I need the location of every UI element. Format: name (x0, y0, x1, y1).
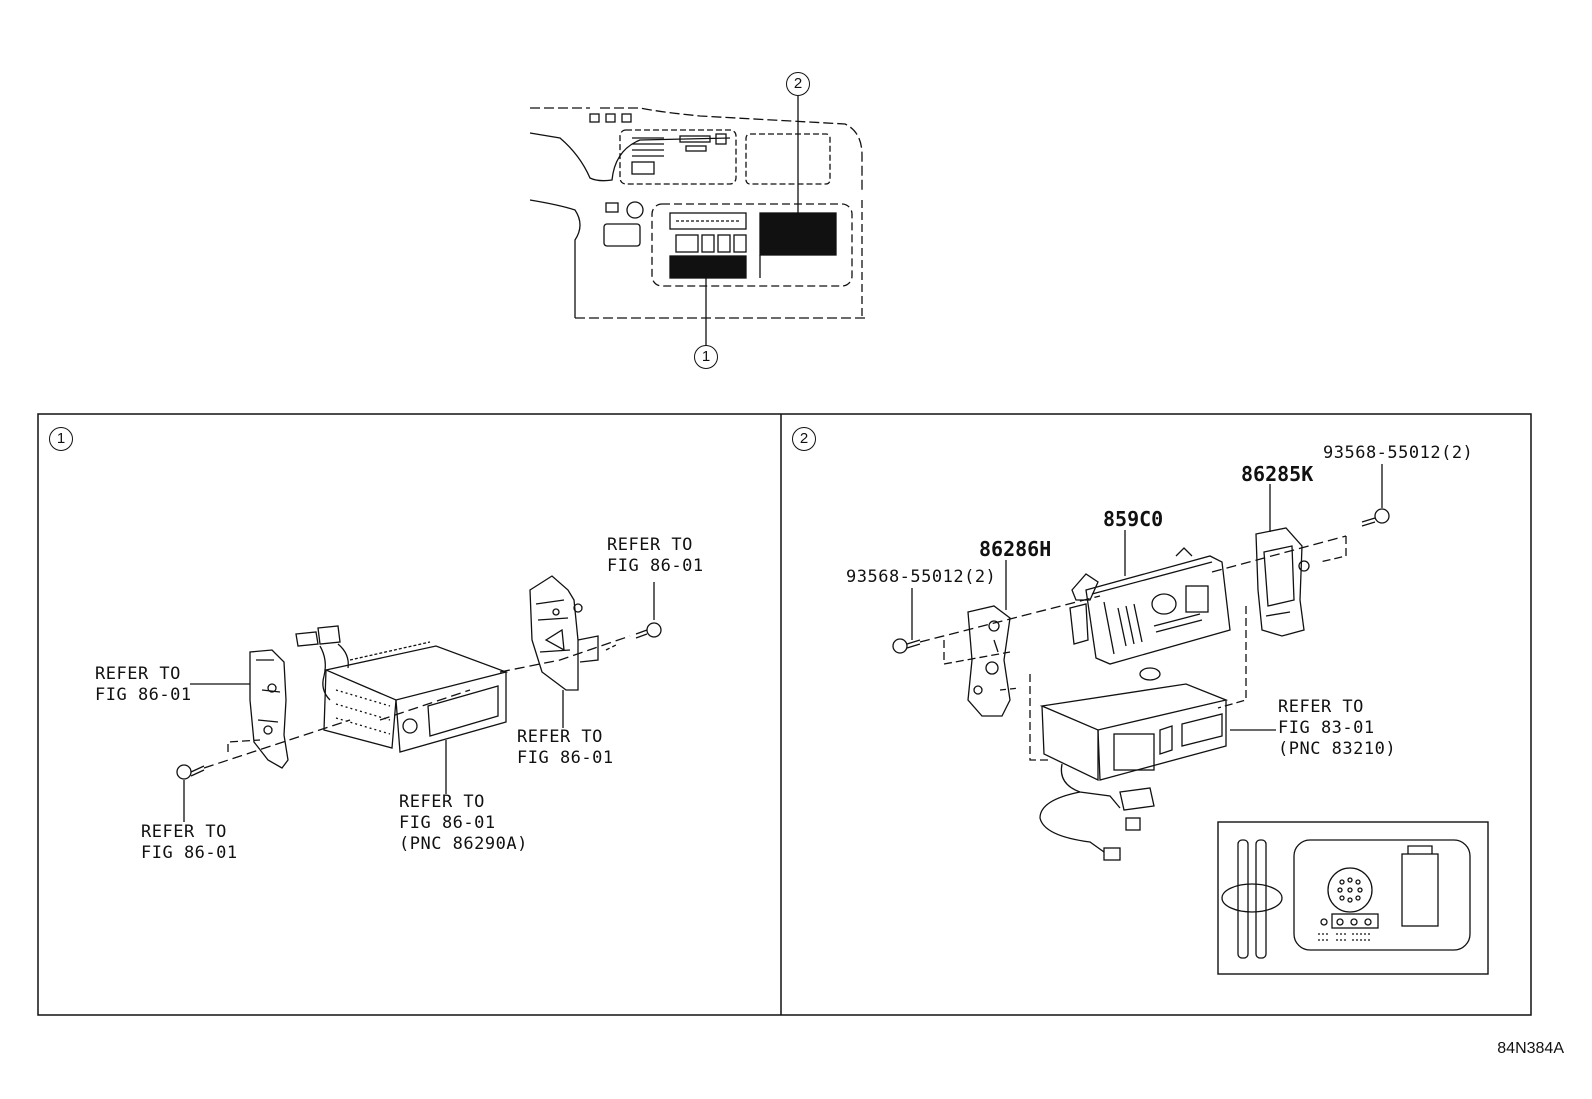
refer-label-lower-unit: REFER TO FIG 83-01 (PNC 83210) (1278, 697, 1397, 759)
part-number-bolt-right: 93568-55012(2) (1323, 443, 1474, 463)
callout-1-bottom: 1 (694, 345, 718, 369)
refer-label-left-bracket: REFER TO FIG 86-01 (95, 664, 192, 705)
refer-label-radio: REFER TO FIG 86-01 (PNC 86290A) (399, 792, 528, 854)
callout-2-top: 2 (786, 72, 810, 96)
refer-label-right-bracket: REFER TO FIG 86-01 (517, 727, 614, 768)
dashboard-overview (529, 96, 868, 346)
refer-label-bottom-screw: REFER TO FIG 86-01 (141, 822, 238, 863)
panel-frame (37, 413, 1532, 1016)
part-number-unit: 859C0 (1103, 507, 1164, 531)
panel-2-artwork (892, 464, 1489, 975)
panel-2-index: 2 (792, 427, 816, 451)
refer-label-top-screw: REFER TO FIG 86-01 (607, 535, 704, 576)
panel-1-artwork (176, 575, 662, 822)
panel-1-index: 1 (49, 427, 73, 451)
diagram-id: 84N384A (1497, 1040, 1564, 1057)
part-number-bolt-left: 93568-55012(2) (846, 567, 997, 587)
part-number-bracket-right: 86285K (1241, 462, 1314, 486)
part-number-bracket-left: 86286H (979, 537, 1052, 561)
